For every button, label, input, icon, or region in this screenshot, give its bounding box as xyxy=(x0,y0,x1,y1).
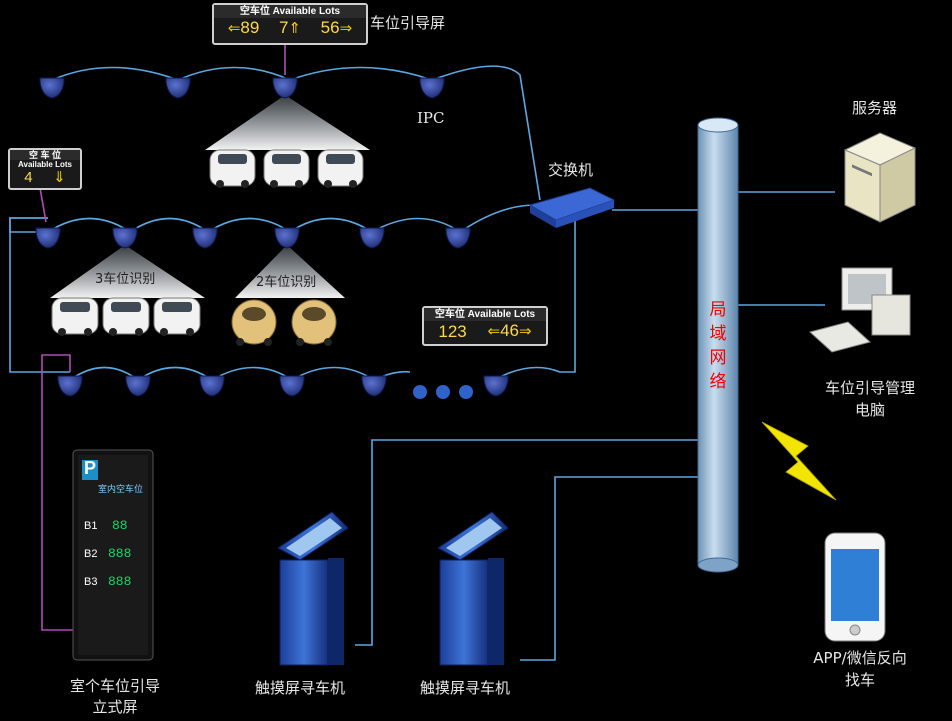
beam-top xyxy=(205,95,370,150)
stand-screen-wire xyxy=(41,354,75,631)
camera-icon xyxy=(361,375,387,397)
floor-value: 888 xyxy=(108,574,132,589)
arrow-left-icon: ⇐ xyxy=(227,20,241,37)
sign-header: 空车位 Available Lots xyxy=(424,308,546,321)
recog2-label: 2车位识别 xyxy=(256,275,317,290)
floor-name: B1 xyxy=(84,520,98,532)
stand-label-line2: 立式屏 xyxy=(92,698,138,716)
left-sign-drop-wire xyxy=(39,187,47,223)
switch-icon xyxy=(528,187,616,228)
guidance-sign-bottom: 空车位 Available Lots 123 ⇐46⇒ xyxy=(422,306,548,346)
floor-value: 88 xyxy=(112,518,128,533)
sign-count-left: 123 xyxy=(438,321,467,341)
sign-count-right: 56 xyxy=(320,18,340,37)
ipc-label: IPC xyxy=(417,109,445,127)
cameras xyxy=(35,77,509,397)
floor-name: B2 xyxy=(84,548,98,560)
arrow-right-icon: ⇒ xyxy=(339,20,353,37)
stand-screen xyxy=(72,449,154,661)
kiosk2-label: 触摸屏寻车机 xyxy=(419,679,510,697)
camera-icon xyxy=(419,77,445,99)
kiosk-icon-2 xyxy=(437,511,509,666)
stand-label-line1: 室个车位引导 xyxy=(69,677,160,695)
camera-icon xyxy=(483,375,509,397)
server-label: 服务器 xyxy=(852,99,898,117)
floor-name: B3 xyxy=(84,576,98,588)
sign-counts: 123 ⇐46⇒ xyxy=(424,321,546,342)
car-icon-group-top xyxy=(209,149,364,188)
beam-row2-right xyxy=(235,245,345,298)
phone-icon xyxy=(824,532,886,642)
arrow-left-icon: ⇐ xyxy=(487,323,501,340)
left-vertical-line xyxy=(9,217,70,373)
switch-label: 交换机 xyxy=(548,161,594,179)
beetle-icon-group xyxy=(231,299,337,346)
kiosk1-label: 触摸屏寻车机 xyxy=(254,679,345,697)
camera-icon xyxy=(39,77,65,99)
lan-label-char: 网 xyxy=(709,348,727,368)
computer-icon xyxy=(808,267,911,353)
lan-to-kiosk2 xyxy=(520,476,698,661)
sign-count-right: 46 xyxy=(500,321,520,340)
car-icon-group-left xyxy=(51,297,201,336)
guidance-screen-label: 车位引导屏 xyxy=(370,14,446,32)
sign-count-mid: 7 xyxy=(278,18,289,37)
mgmt-pc-label-line1: 车位引导管理 xyxy=(824,379,915,397)
lan-label-char: 域 xyxy=(709,324,727,344)
sign-count: 4 xyxy=(24,169,33,186)
mgmt-pc-label-line2: 电脑 xyxy=(854,401,885,419)
row3-camera-line xyxy=(69,366,411,381)
app-label-line1: APP/微信反向 xyxy=(813,649,907,667)
row3-right-line xyxy=(493,215,576,381)
beam-row2-left xyxy=(50,245,205,298)
lan-label-char: 络 xyxy=(709,372,727,392)
stand-title: 室内空车位 xyxy=(98,484,144,494)
camera-icon xyxy=(192,227,218,249)
lan-pipe xyxy=(697,117,739,573)
arrow-down-icon: ⇓ xyxy=(53,169,66,186)
camera-icon xyxy=(57,375,83,397)
sign-header-en: Available Lots xyxy=(10,160,80,169)
app-label-line2: 找车 xyxy=(844,671,875,689)
camera-icon xyxy=(165,77,191,99)
sign-count-left: 89 xyxy=(240,18,260,37)
sign-header-cn: 空 车 位 xyxy=(10,150,80,160)
arrow-up-icon: ⇑ xyxy=(288,20,301,37)
arrow-right-icon: ⇒ xyxy=(519,323,532,340)
camera-icon xyxy=(359,227,385,249)
camera-icon xyxy=(112,227,138,249)
sign-counts: 4 ⇓ xyxy=(10,169,80,186)
camera-icon xyxy=(125,375,151,397)
sign-counts: ⇐89 7⇑ 56⇒ xyxy=(214,18,366,39)
stand-logo: P xyxy=(84,458,97,478)
camera-icon xyxy=(199,375,225,397)
camera-icon xyxy=(445,227,471,249)
guidance-sign-left: 空 车 位 Available Lots 4 ⇓ xyxy=(8,148,82,190)
more-dots xyxy=(413,385,473,399)
camera-icon xyxy=(272,77,298,99)
floor-value: 888 xyxy=(108,546,132,561)
camera-icon xyxy=(274,227,300,249)
sign-header: 空车位 Available Lots xyxy=(214,5,366,18)
recog3-label: 3车位识别 xyxy=(95,272,156,287)
kiosk-icon-1 xyxy=(277,511,349,666)
lan-to-kiosk1 xyxy=(355,439,698,646)
camera-icon xyxy=(35,227,61,249)
lan-label-char: 局 xyxy=(709,300,727,320)
guidance-sign-top: 空车位 Available Lots ⇐89 7⇑ 56⇒ xyxy=(212,3,368,45)
camera-icon xyxy=(279,375,305,397)
server-icon xyxy=(843,132,917,223)
lightning-icon xyxy=(761,421,837,501)
